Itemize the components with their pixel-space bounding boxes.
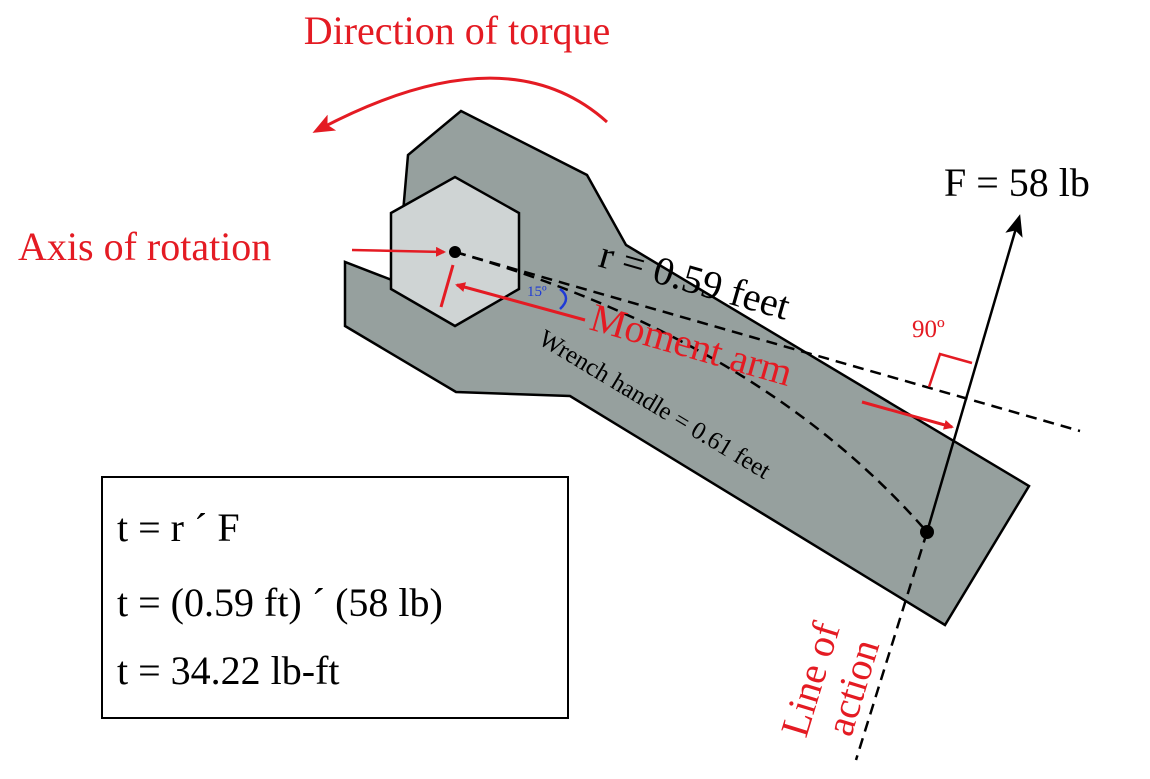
angle-15-label: 15º [527, 284, 547, 300]
moment-arm-tick [439, 264, 455, 308]
radius-dashed-line [454, 250, 1081, 433]
torque-direction-arrow [312, 76, 609, 133]
force-application-point [920, 525, 934, 539]
equation-line-2: t = (0.59 ft) ´ (58 lb) [117, 580, 443, 625]
moment-arm-arrow [455, 282, 586, 322]
direction-of-torque-label: Direction of torque [304, 8, 611, 53]
handle-dashed-line [454, 250, 928, 533]
axis-of-rotation-label: Axis of rotation [18, 224, 271, 269]
angle-90-label: 90º [912, 316, 945, 343]
equation-line-3: t = 34.22 lb-ft [117, 648, 340, 693]
axis-pointer-arrow [351, 246, 446, 257]
force-arrow [925, 214, 1023, 533]
force-label: F = 58 lb [944, 160, 1090, 205]
angle-15-arc [559, 288, 568, 310]
equation-line-1: t = r ´ F [117, 505, 240, 550]
line-of-action-dashed [854, 531, 929, 761]
moment-arm-end-arrow [861, 400, 954, 430]
equation-box: t = r ´ F t = (0.59 ft) ´ (58 lb) t = 34… [101, 476, 569, 719]
right-angle-marker [927, 352, 973, 388]
axis-point [449, 246, 461, 258]
